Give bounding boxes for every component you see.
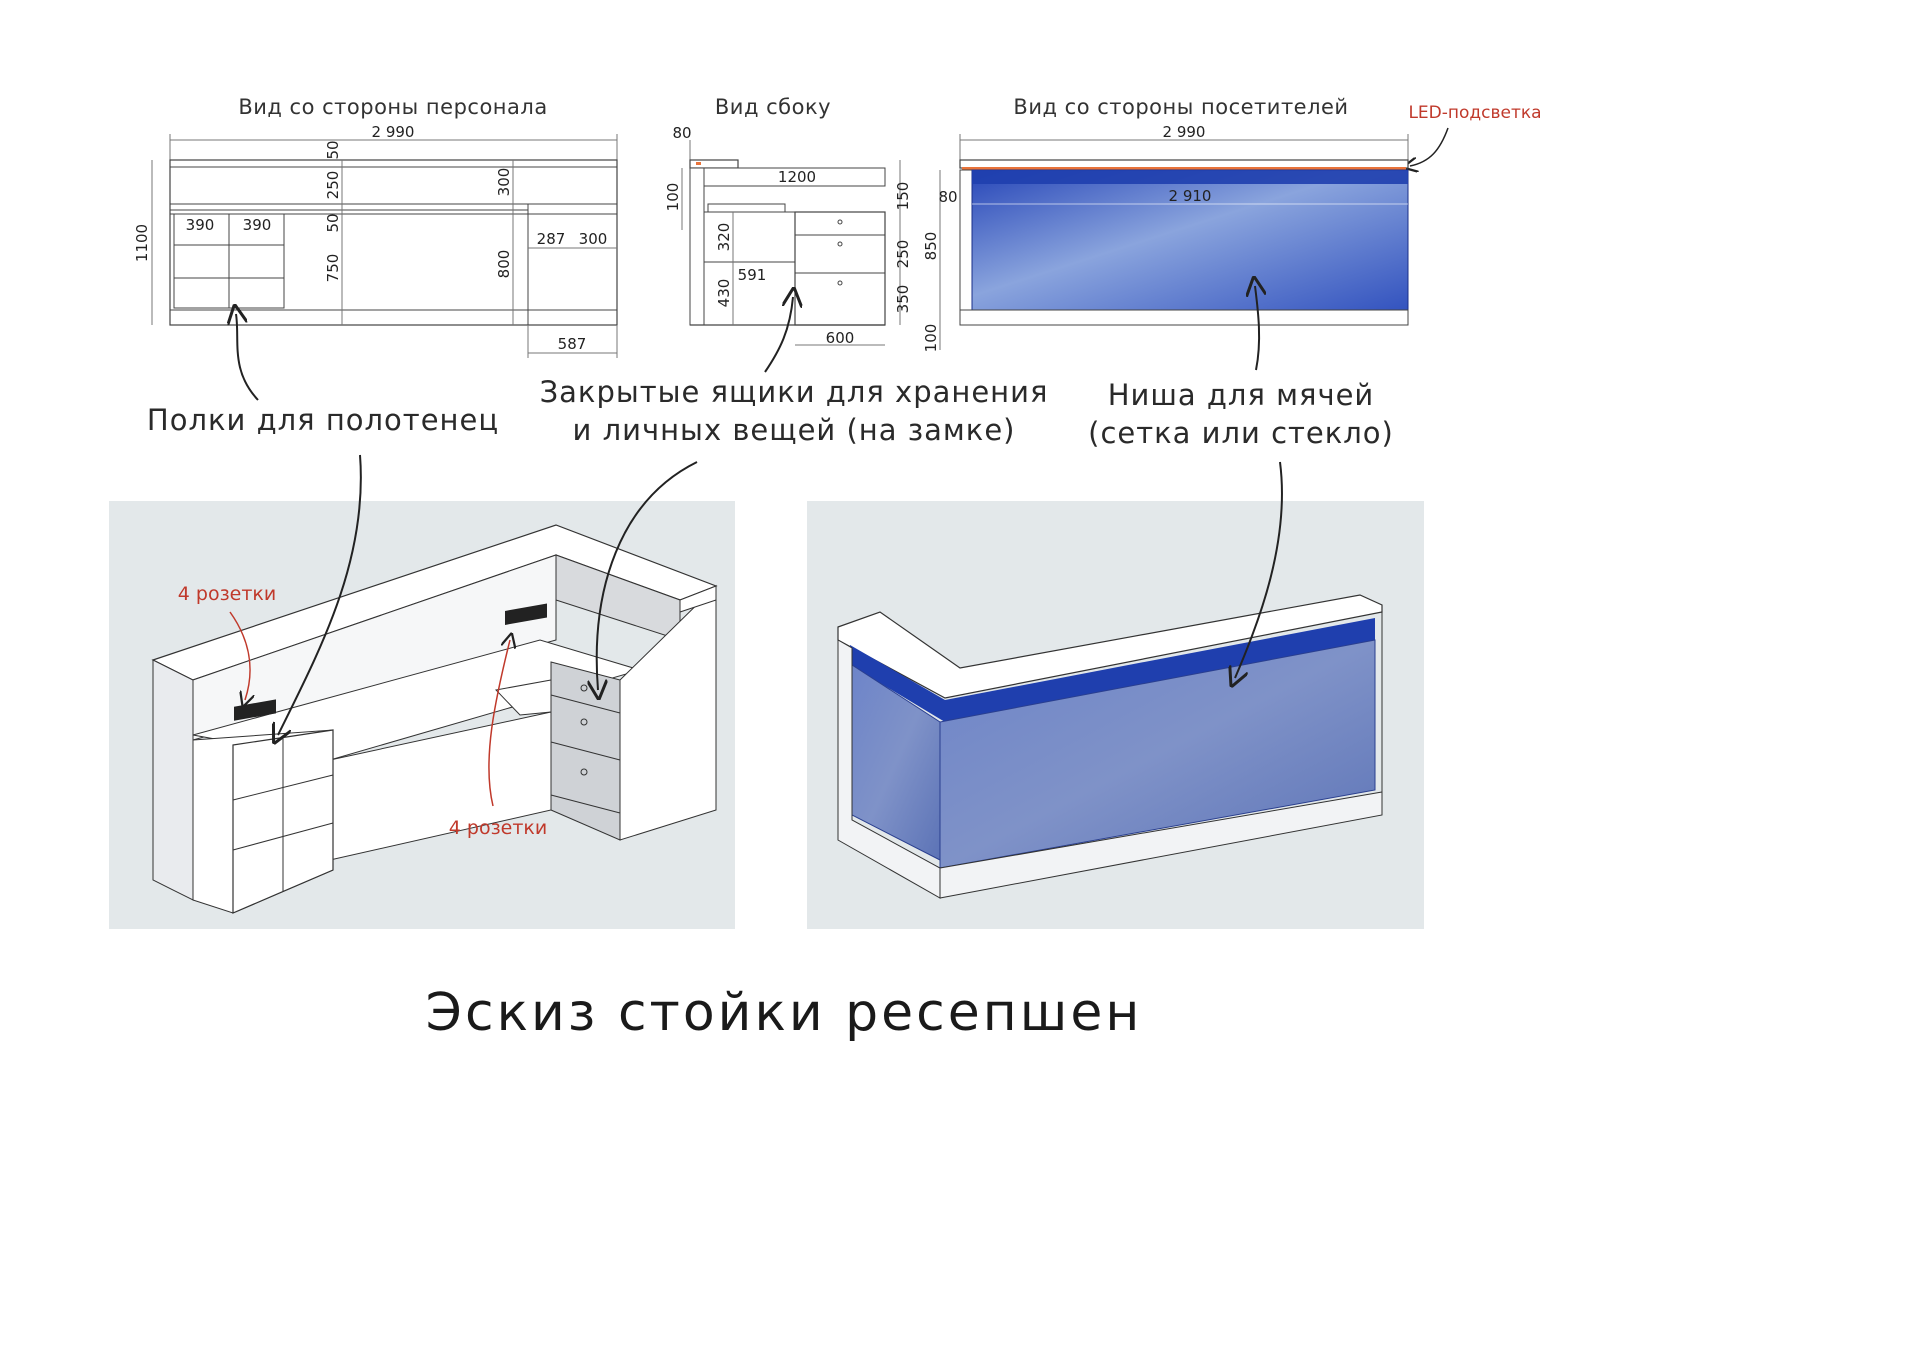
callout-niche-2: (сетка или стекло) — [1088, 416, 1394, 450]
side-h-100: 100 — [664, 183, 682, 212]
staff-side-300: 300 — [579, 230, 608, 248]
staff-h-800: 800 — [495, 250, 513, 279]
side-bottom-600: 600 — [826, 329, 855, 347]
visitor-inner-width: 2 910 — [1169, 187, 1212, 205]
visitor-h-80: 80 — [938, 188, 957, 206]
staff-view: Вид со стороны персонала 2 990 390 390 1… — [133, 95, 618, 401]
staff-width-dim: 2 990 — [372, 123, 415, 141]
led-label: LED-подсветка — [1408, 103, 1541, 123]
side-top-80: 80 — [672, 124, 691, 142]
staff-h-50a: 50 — [324, 140, 342, 159]
visitor-view-title: Вид со стороны посетителей — [1013, 95, 1348, 119]
callout-towels: Полки для полотенец — [147, 403, 499, 437]
visitor-width-dim: 2 990 — [1163, 123, 1206, 141]
staff-view-title: Вид со стороны персонала — [238, 95, 547, 119]
visitor-3d-render — [807, 461, 1424, 929]
callout-niche-1: Ниша для мячей — [1108, 378, 1375, 412]
staff-side-287: 287 — [537, 230, 566, 248]
side-view: Вид сбоку 80 1200 100 320 430 591 150 25… — [664, 95, 912, 373]
sockets-label-bottom: 4 розетки — [449, 817, 548, 839]
side-depth-1200: 1200 — [778, 168, 816, 186]
page-title: Эскиз стойки ресепшен — [426, 983, 1143, 1043]
staff-height-dim: 1100 — [133, 224, 151, 262]
staff-3d-render: 4 розетки 4 розетки — [109, 454, 735, 929]
side-d-591: 591 — [738, 266, 767, 284]
sockets-label-top: 4 розетки — [178, 583, 277, 605]
side-drawer-150: 150 — [894, 182, 912, 211]
callout-lockers-2: и личных вещей (на замке) — [573, 413, 1016, 447]
staff-h-250: 250 — [324, 171, 342, 200]
staff-h-750: 750 — [324, 254, 342, 283]
callout-lockers-1: Закрытые ящики для хранения — [540, 375, 1049, 409]
staff-h-300: 300 — [495, 168, 513, 197]
visitor-view: Вид со стороны посетителей LED-подсветка… — [922, 95, 1542, 371]
side-drawer-250: 250 — [894, 240, 912, 269]
staff-h-50b: 50 — [324, 213, 342, 232]
side-drawer-350: 350 — [894, 285, 912, 314]
side-h-430: 430 — [715, 279, 733, 308]
shelf-col2-dim: 390 — [243, 216, 272, 234]
staff-bottom-587: 587 — [558, 335, 587, 353]
reception-desk-sketch-sheet: Вид со стороны персонала 2 990 390 390 1… — [109, 95, 1542, 1043]
visitor-h-100: 100 — [922, 324, 940, 353]
visitor-h-850: 850 — [922, 232, 940, 261]
side-h-320: 320 — [715, 223, 733, 252]
shelf-col1-dim: 390 — [186, 216, 215, 234]
side-view-title: Вид сбоку — [715, 95, 831, 119]
